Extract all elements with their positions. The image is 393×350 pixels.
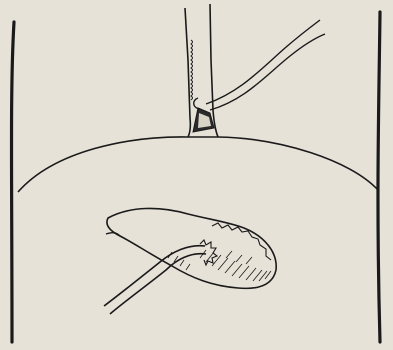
tube-insertion-rosette [200,240,217,265]
ligature-thread-a [206,20,320,104]
torso-left-edge [12,22,15,342]
esophagus-left-wall [185,8,190,137]
torso-right-edge [378,12,380,342]
diaphragm-line [18,137,378,192]
ligature-loop [194,98,200,109]
esophagus-stitching [191,40,193,100]
gastrostomy-tube [104,240,217,314]
ligature-thread-b [210,34,325,110]
stomach-outline [107,208,276,288]
stomach [106,208,276,288]
torso-outline [12,12,381,342]
stomach-suture-line [212,223,271,260]
stomach-hatching [200,250,271,281]
